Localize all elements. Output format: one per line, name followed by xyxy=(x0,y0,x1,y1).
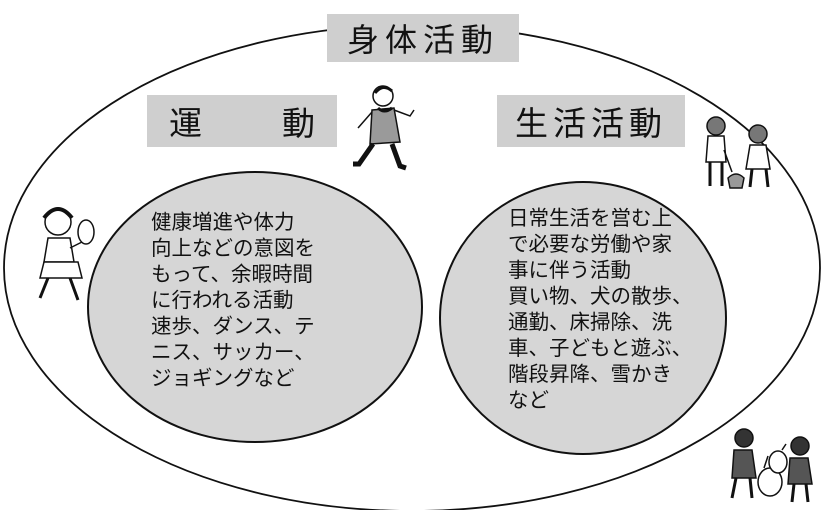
exercise-line: 速歩、ダンス、テ xyxy=(151,314,315,338)
daily-life-description: 日常生活を営む上 で必要な労働や家 事に伴う活動 買い物、犬の散歩、 通勤、床掃… xyxy=(508,205,693,413)
people-carrying-bags-icon xyxy=(730,428,813,503)
exercise-label-right: 動 xyxy=(282,104,315,143)
exercise-line: に行われる活動 xyxy=(151,288,294,312)
exercise-label-left: 運 xyxy=(169,104,202,143)
daily-life-line: 階段昇降、雪かき xyxy=(508,362,672,386)
exercise-line: もって、余暇時間 xyxy=(151,262,313,286)
tennis-girl-icon xyxy=(38,207,95,301)
exercise-description: 健康増進や体力 向上などの意図を もって、余暇時間 に行われる活動 速歩、ダンス… xyxy=(151,209,315,391)
daily-life-label: 生活活動 xyxy=(497,95,685,147)
exercise-label: 運 動 xyxy=(147,95,337,147)
exercise-line: ジョギングなど xyxy=(151,366,295,390)
exercise-line: 向上などの意図を xyxy=(151,236,315,260)
daily-life-line: 事に伴う活動 xyxy=(508,258,631,282)
daily-life-line: 車、子どもと遊ぶ、 xyxy=(508,336,693,360)
exercise-line: 健康増進や体力 xyxy=(151,210,295,234)
people-with-dog-icon xyxy=(705,116,771,189)
daily-life-line: で必要な労働や家 xyxy=(508,232,672,256)
daily-life-line: など xyxy=(508,388,549,412)
daily-life-line: 通勤、床掃除、洗 xyxy=(508,310,672,334)
exercise-circle xyxy=(87,171,423,443)
walking-woman-icon xyxy=(353,85,415,171)
daily-life-circle xyxy=(439,181,727,455)
physical-activity-title: 身体活動 xyxy=(327,14,519,62)
daily-life-line: 日常生活を営む上 xyxy=(508,206,672,230)
daily-life-line: 買い物、犬の散歩、 xyxy=(508,284,693,308)
exercise-line: ニス、サッカー、 xyxy=(151,340,315,364)
